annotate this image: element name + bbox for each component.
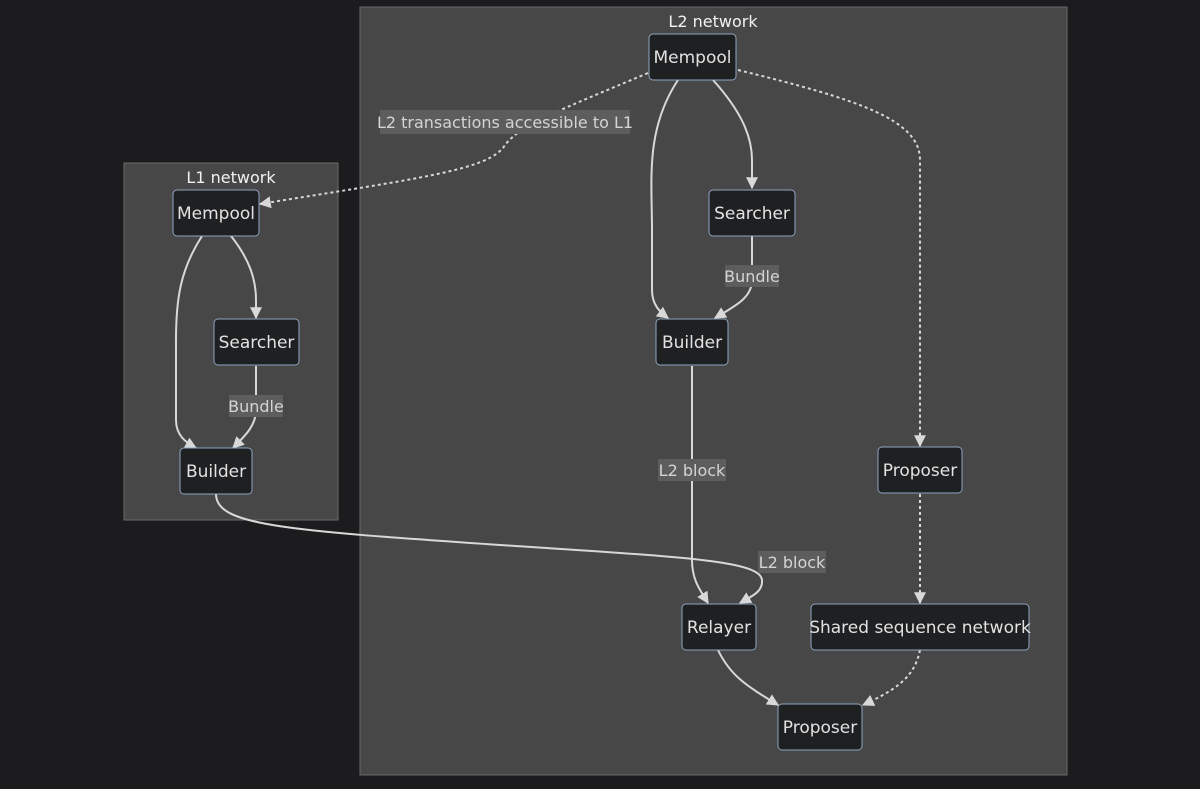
svg-text:Mempool: Mempool <box>653 48 731 68</box>
edges <box>175 69 926 706</box>
edge-label-l1-l2-block: L2 block <box>758 551 826 573</box>
l1-network-title: L1 network <box>186 168 276 187</box>
node-final-proposer[interactable]: Proposer <box>777 703 863 751</box>
svg-text:Bundle: Bundle <box>724 267 780 286</box>
svg-text:Proposer: Proposer <box>883 461 957 481</box>
svg-text:Shared sequence network: Shared sequence network <box>809 618 1031 638</box>
svg-text:Proposer: Proposer <box>783 718 857 738</box>
svg-text:Relayer: Relayer <box>687 618 751 638</box>
edge-label-l2-block: L2 block <box>658 459 726 481</box>
edge-relayer-finalproposer <box>717 649 780 706</box>
node-relayer[interactable]: Relayer <box>681 603 757 651</box>
svg-text:Builder: Builder <box>662 333 722 353</box>
svg-text:Bundle: Bundle <box>228 397 284 416</box>
edge-label-l2-bundle: Bundle <box>724 265 780 287</box>
edge-l2builder-relayer <box>691 366 709 605</box>
svg-text:Builder: Builder <box>186 462 246 482</box>
svg-text:L2 block: L2 block <box>659 461 726 480</box>
svg-text:L2 block: L2 block <box>759 553 826 572</box>
node-l1-builder[interactable]: Builder <box>179 447 253 495</box>
node-l2-mempool[interactable]: Mempool <box>648 33 737 81</box>
edge-l2mempool-l2builder <box>650 79 679 319</box>
node-l2-proposer[interactable]: Proposer <box>877 446 963 494</box>
edge-l1mempool-l1searcher <box>230 235 262 320</box>
edge-l1mempool-l1builder <box>175 235 203 449</box>
svg-text:Searcher: Searcher <box>219 333 295 353</box>
node-l2-builder[interactable]: Builder <box>655 318 729 366</box>
edge-l1builder-relayer <box>215 493 764 604</box>
edge-l2mempool-l2searcher <box>712 79 758 190</box>
edge-sharedsequence-finalproposer <box>861 649 921 706</box>
node-l1-searcher[interactable]: Searcher <box>213 318 300 366</box>
l2-network-title: L2 network <box>668 12 758 31</box>
node-l1-mempool[interactable]: Mempool <box>172 189 260 237</box>
node-shared-sequence-network[interactable]: Shared sequence network <box>809 603 1031 651</box>
svg-text:Mempool: Mempool <box>177 204 255 224</box>
svg-text:L2 transactions accessible to: L2 transactions accessible to L1 <box>377 113 633 132</box>
edge-label-l2-transactions: L2 transactions accessible to L1 <box>377 110 633 134</box>
svg-text:Searcher: Searcher <box>714 204 790 224</box>
edge-l2mempool-l2proposer <box>737 69 926 448</box>
edge-label-l1-bundle: Bundle <box>228 395 284 417</box>
node-l2-searcher[interactable]: Searcher <box>708 189 796 237</box>
